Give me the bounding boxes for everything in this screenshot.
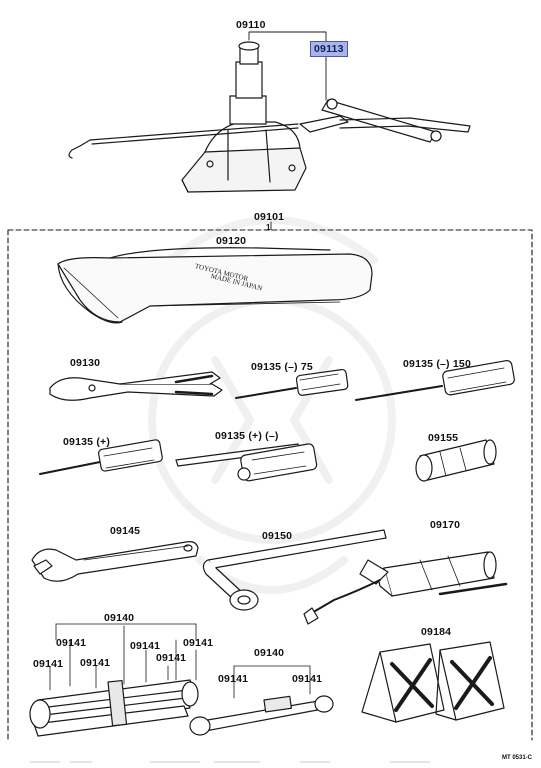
part-label-grease-gun[interactable]: 09170 xyxy=(430,519,461,531)
jack-handle-drawing xyxy=(299,98,471,143)
tool-set-boundary xyxy=(7,229,533,741)
figure-code: MT 0531-C xyxy=(502,755,533,761)
part-label-screwdriver-minus-75[interactable]: 09135 (–) 75 xyxy=(251,361,313,373)
screwdriver-minus-150-drawing xyxy=(355,360,515,401)
screwdriver-plus-drawing xyxy=(39,439,163,475)
part-label-wrench-left-4[interactable]: 09141 xyxy=(33,658,64,670)
part-label-wrench-right-1[interactable]: 09141 xyxy=(218,673,249,685)
part-label-wrench-left-5[interactable]: 09141 xyxy=(80,657,111,669)
part-label-wrench-left-1[interactable]: 09141 xyxy=(56,637,87,649)
wrench-set-right-drawing xyxy=(189,665,334,736)
grease-gun-drawing xyxy=(303,551,508,625)
part-label-screwdriver-minus-150[interactable]: 09135 (–) 150 xyxy=(403,358,471,370)
part-label-wrench-set-left[interactable]: 09140 xyxy=(104,612,135,624)
part-label-tool-set-qty: 1 xyxy=(266,223,271,232)
part-label-wrench-left-6[interactable]: 09141 xyxy=(156,652,187,664)
screwdriver-minus-75-drawing xyxy=(235,368,349,399)
plug-wrench-drawing xyxy=(415,439,497,482)
part-label-screwdriver-plus[interactable]: 09135 (+) xyxy=(63,436,111,448)
part-label-wrench-set-right[interactable]: 09140 xyxy=(254,647,285,659)
wheel-nut-wrench-drawing xyxy=(202,529,387,611)
part-label-jack-handle[interactable]: 09113 xyxy=(310,41,348,57)
part-label-wheel-chock[interactable]: 09184 xyxy=(421,626,452,638)
adjustable-wrench-drawing xyxy=(31,541,199,582)
pliers-drawing xyxy=(49,371,223,401)
part-label-jack[interactable]: 09110 xyxy=(236,19,266,31)
wrench-set-left-drawing xyxy=(29,623,199,737)
part-label-screwdriver-plus-minus[interactable]: 09135 (+) (–) xyxy=(215,430,279,442)
screwdriver-plus-minus-drawing xyxy=(175,443,318,482)
part-label-tool-bag[interactable]: 09120 xyxy=(216,235,247,247)
part-label-wrench-left-3[interactable]: 09141 xyxy=(183,637,214,649)
jack-drawing xyxy=(68,41,307,193)
part-label-pliers[interactable]: 09130 xyxy=(70,357,101,369)
tool-bag-drawing xyxy=(57,247,373,324)
part-label-wheel-nut-wrench[interactable]: 09150 xyxy=(262,530,293,542)
wheel-chock-drawing xyxy=(361,641,505,723)
part-label-adjustable-wrench[interactable]: 09145 xyxy=(110,525,141,537)
part-label-wrench-left-2[interactable]: 09141 xyxy=(130,640,161,652)
part-label-plug-wrench[interactable]: 09155 xyxy=(428,432,459,444)
part-label-tool-set[interactable]: 09101 xyxy=(254,211,285,223)
part-label-wrench-right-2[interactable]: 09141 xyxy=(292,673,323,685)
